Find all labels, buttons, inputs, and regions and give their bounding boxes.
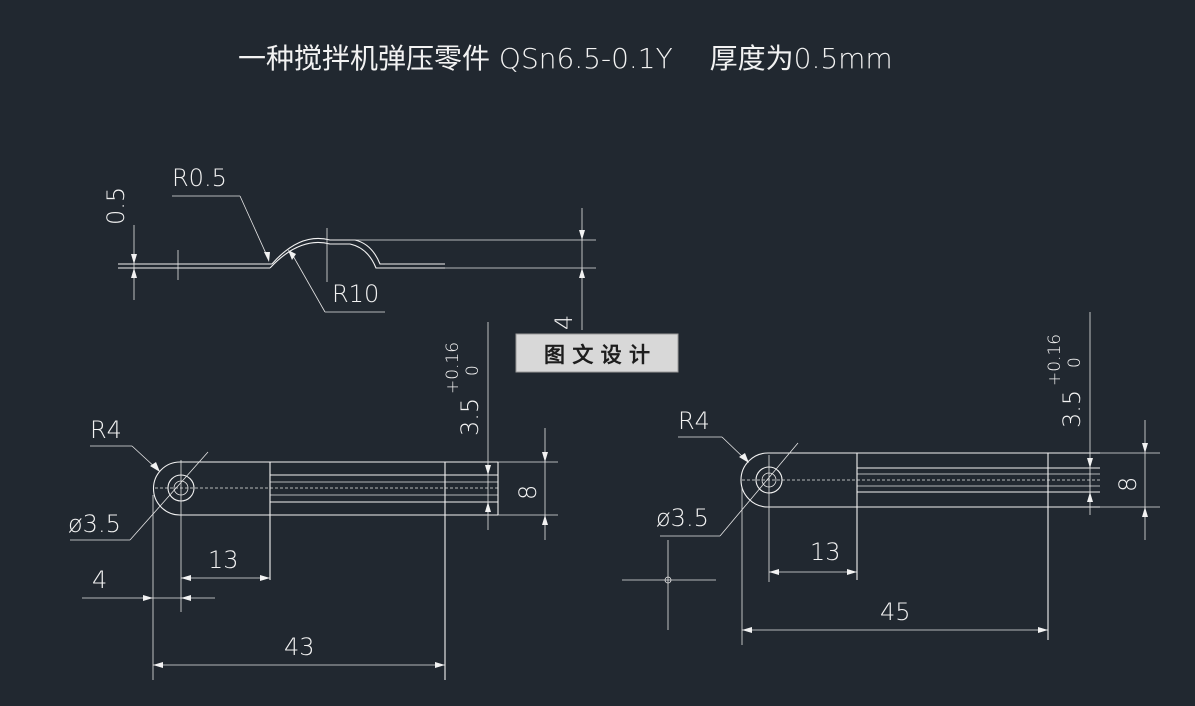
rv-dia-label: ø3.5 <box>656 504 709 532</box>
rv-tol-arrow-bot <box>1087 492 1093 502</box>
lv-r4-label: R4 <box>90 416 122 444</box>
lv-off-label: 4 <box>92 566 107 594</box>
lv-off-arrow-r <box>181 595 191 601</box>
lv-43-arrow-r <box>435 662 445 668</box>
lv-round-end <box>152 461 181 516</box>
rv-r4-label: R4 <box>678 407 710 435</box>
rv-w8-label: 8 <box>1114 477 1142 492</box>
lv-tol-arrow-top <box>485 465 491 475</box>
h4-arrow-top <box>579 230 585 240</box>
watermark: 图 文 设 计 <box>515 333 679 373</box>
lv-tol-upper: +0.16 <box>443 342 463 394</box>
r10-label: R10 <box>332 280 379 308</box>
r05-arrow <box>264 252 270 262</box>
lv-hole-diag <box>129 451 209 541</box>
r10-arrow <box>288 250 296 260</box>
lv-43-arrow-l <box>153 662 163 668</box>
lv-r4-arrow <box>150 462 160 472</box>
thk-arrow-top <box>131 254 137 264</box>
r10-leader <box>291 253 326 313</box>
rv-13-arrow-r <box>847 569 857 575</box>
rv-w8-arrow-bot <box>1142 507 1148 517</box>
lv-off-arrow-l <box>143 595 153 601</box>
rv-tol-base: 3.5 <box>1058 390 1086 428</box>
rv-cross-dot <box>664 576 672 584</box>
lv-43-label: 43 <box>284 633 315 661</box>
thk-label: 0.5 <box>102 187 130 225</box>
h4-arrow-bot <box>579 268 585 278</box>
r05-label: R0.5 <box>172 164 227 192</box>
rv-w8-arrow-top <box>1142 443 1148 453</box>
rv-hole-diag <box>719 442 799 537</box>
lv-w8-arrow-bot <box>542 515 548 525</box>
h4-label: 4 <box>550 315 578 330</box>
rv-45-arrow-l <box>742 627 752 633</box>
watermark-box <box>515 333 679 373</box>
side-view: 0.5 R0.5 R10 4 <box>102 164 596 330</box>
lv-tol-arrow-bot <box>485 502 491 512</box>
right-view: R4 ø3.5 8 3.5 +0.16 0 13 45 <box>622 312 1160 645</box>
rv-tol-lower: 0 <box>1065 357 1085 368</box>
rv-r4-arrow <box>739 453 749 463</box>
side-arc-top <box>271 237 445 265</box>
lv-13-label: 13 <box>208 546 239 574</box>
lv-w8-arrow-top <box>542 452 548 462</box>
lv-13-arrow-r <box>260 575 270 581</box>
lv-tol-lower: 0 <box>463 365 483 376</box>
rv-round-end <box>740 452 769 508</box>
rv-13-arrow-l <box>769 569 779 575</box>
left-view: R4 ø3.5 8 3.5 +0.16 0 4 13 43 <box>68 322 558 680</box>
thk-arrow-bot <box>131 268 137 278</box>
drawing-title: 一种搅拌机弹压零件 QSn6.5-0.1Y 厚度为0.5mm <box>238 42 893 75</box>
rv-tol-upper: +0.16 <box>1045 334 1065 386</box>
rv-45-arrow-r <box>1038 627 1048 633</box>
rv-tol-arrow-top <box>1087 458 1093 468</box>
rv-13-label: 13 <box>810 538 841 566</box>
lv-13-arrow-l <box>181 575 191 581</box>
lv-dia-label: ø3.5 <box>68 510 121 538</box>
watermark-text: 图 文 设 计 <box>544 342 650 367</box>
rv-45-label: 45 <box>880 598 911 626</box>
lv-tol-base: 3.5 <box>456 398 484 436</box>
lv-w8-label: 8 <box>514 485 542 500</box>
r05-leader <box>239 195 269 259</box>
